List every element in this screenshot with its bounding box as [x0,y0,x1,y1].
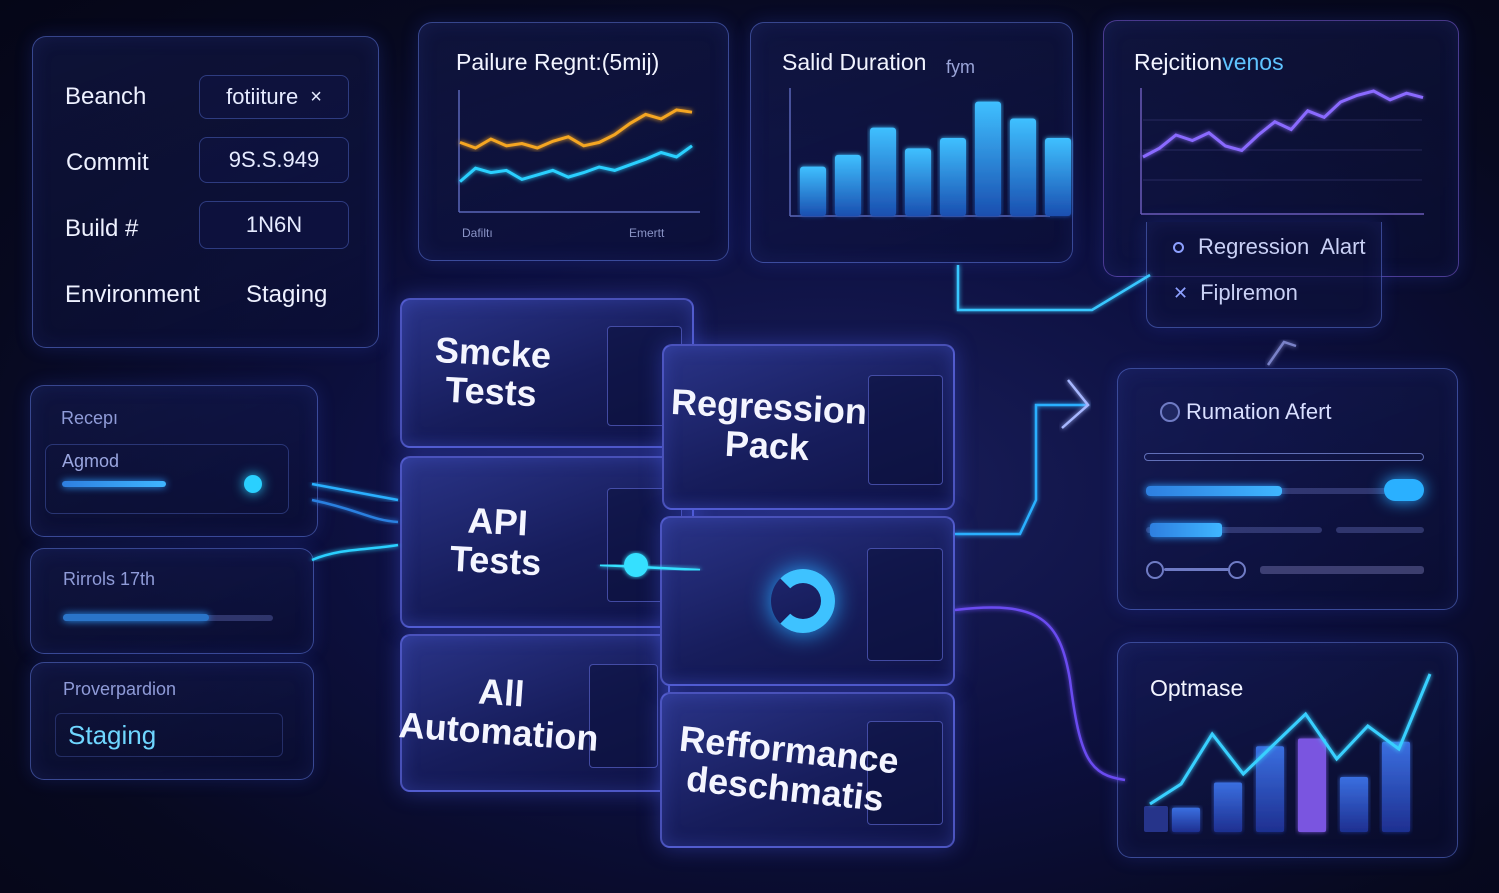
commit-field[interactable]: 9S.S.949 [199,137,349,183]
fiplremon-label: Fiplremon [1200,280,1298,305]
fiplremon-item[interactable]: ✕ Fiplremon [1173,280,1298,306]
connector-d-icon [770,569,835,633]
rejection-title-b: venos [1222,49,1284,75]
environment-label: Environment [65,281,200,308]
optmase-bar-3 [1256,746,1284,832]
duration-bar-6 [975,101,1001,216]
connector-side [867,547,943,661]
rumation-panel: Rumation Afert [1117,368,1458,610]
duration-unit: fym [946,57,975,77]
all-automation-block[interactable]: All Automation [397,634,670,792]
arrow-rumation [1061,379,1090,429]
x-icon: ✕ [1173,282,1189,303]
rirrols-card: Rirrols 17th [30,548,314,654]
proverpardion-label: Proverpardion [63,679,177,699]
center-connector-block[interactable] [660,516,955,686]
rirrols-progress-bar [63,614,209,621]
commit-value: 9S.S.949 [228,147,320,172]
api-tests-label: API Tests [449,499,543,584]
connector-duration-alert [956,265,1151,312]
failure-chart-title: Pailure Regnt:(5mij) [456,49,660,75]
agmod-box: Agmod [45,444,289,514]
build-number-value: 1N6N [245,212,303,237]
slider2-fill [1150,523,1222,537]
regression-alert-item[interactable]: Regression Alart [1173,234,1366,260]
optmase-bar-5 [1340,777,1368,832]
connector-performance-optmase [954,606,1126,782]
connector-rirrols-api [311,543,399,562]
duration-bar-4 [905,148,931,216]
branch-value: fotiiture [226,84,299,109]
agmod-toggle-icon[interactable] [244,475,262,493]
radio-icon[interactable] [1160,402,1180,422]
rejection-title-a: Rejcition [1134,49,1223,75]
range-handle-right[interactable] [1228,561,1246,579]
rirrols-title: Rirrols 17th [63,569,156,589]
optmase-bar-6 [1382,741,1410,832]
optmase-series-line [1149,673,1432,806]
slider1-handle[interactable] [1384,479,1424,501]
agmod-label: Agmod [62,451,120,471]
connector-recept-api [311,482,399,502]
rumation-header: Rumation Afert [1160,399,1332,425]
optmase-bar-1 [1172,807,1200,832]
slider2-track[interactable] [1146,527,1322,533]
range-track-extra [1260,566,1424,574]
range-handle-left[interactable] [1146,561,1164,579]
recept-title: Recepı [61,408,119,428]
smoke-tests-label: Smcke Tests [434,329,553,415]
build-number-label: Build # [65,215,139,242]
optmase-bar-4 [1298,738,1326,832]
connector-alert-rumation [1266,340,1297,366]
commit-label: Commit [66,149,149,176]
duration-bar-5 [940,138,966,216]
all-automation-label: All Automation [397,670,600,759]
api-connector-dot [624,553,648,577]
duration-bar-3 [870,127,896,216]
rumation-divider [1144,453,1424,461]
regression-pack-label: Regression Pack [670,381,869,469]
rejection-chart-title: Rejcitionvenos [1134,49,1284,76]
failure-x-end: Emertt [629,226,665,240]
branch-label: Beanch [65,83,147,110]
regression-pack-block[interactable]: Regression Pack [662,344,955,510]
proverpardion-field[interactable]: Staging [55,713,283,757]
recept-card: Recepı Agmod [30,385,318,537]
duration-chart-title: Salid Duration [782,49,927,75]
proverpardion-value: Staging [68,720,157,750]
build-form-panel: Beanch fotiiture × Commit 9S.S.949 Build… [32,36,379,348]
clear-icon[interactable]: × [310,85,322,108]
branch-field[interactable]: fotiiture × [199,75,349,119]
environment-value[interactable]: Staging [246,281,328,308]
optmase-bar-2 [1214,782,1242,832]
failure-series-line-1 [459,108,693,150]
alert-list-panel: Regression Alart ✕ Fiplremon [1146,222,1382,328]
connector-api-center [599,563,701,572]
duration-bar-2 [835,154,861,216]
proverpardion-card: Proverpardion Staging [30,662,314,780]
duration-bar-7 [1010,118,1036,216]
failure-series-line-2 [459,144,693,183]
duration-bar-1 [800,166,826,216]
rumation-title: Rumation Afert [1186,399,1332,424]
failure-x-start: Dafiltı [462,226,493,240]
rejection-series-line [1142,89,1424,159]
performance-block[interactable]: Refformance deschmatis [660,692,955,848]
duration-bar-8 [1045,138,1071,216]
regression-alert-label: Regression Alart [1198,234,1366,259]
slider1-fill [1146,486,1282,496]
all-side [588,663,658,769]
regression-side [867,375,943,486]
agmod-progress-bar [62,481,166,487]
slider2-extra-track [1336,527,1424,533]
build-number-field[interactable]: 1N6N [199,201,349,249]
optmase-bar-small [1144,806,1168,832]
optmase-title: Optmase [1150,675,1244,701]
performance-side [867,721,943,825]
circle-icon [1173,241,1184,253]
connector-recept-api-2 [311,498,399,524]
connector-regression-rumation [955,403,1088,536]
range-track [1164,568,1230,571]
